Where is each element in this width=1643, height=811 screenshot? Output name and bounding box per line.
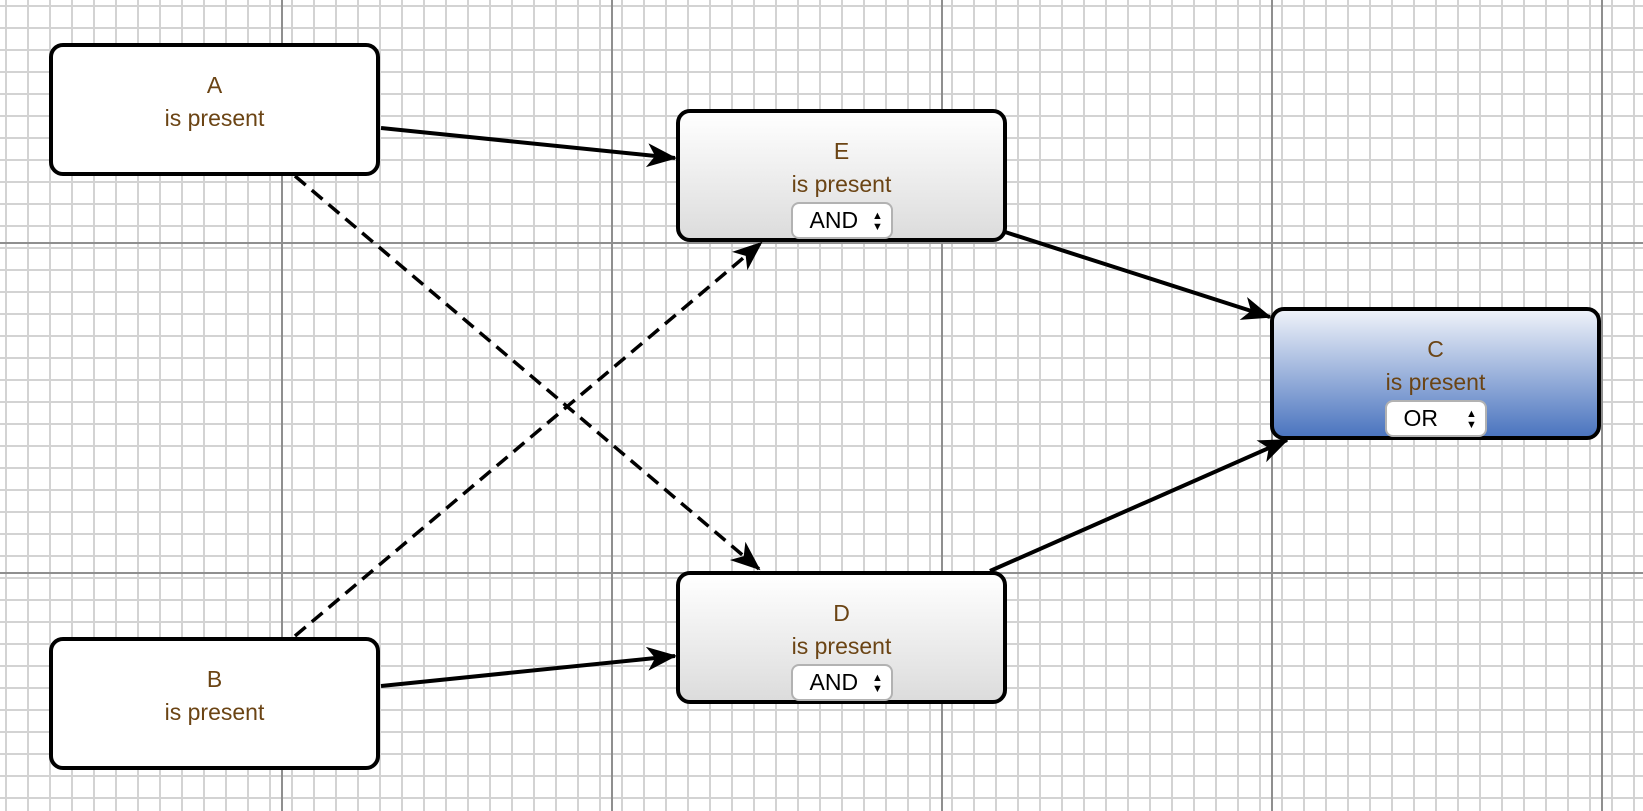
up-down-arrows-icon: ▲▼ — [872, 672, 883, 695]
up-down-arrows-icon: ▲▼ — [872, 210, 883, 233]
node-e-gate-value: AND — [809, 207, 859, 233]
edge-b-to-d[interactable] — [380, 646, 677, 688]
node-e-gate-select[interactable]: AND ▲▼ — [790, 202, 893, 239]
node-e-label: E — [833, 138, 850, 164]
node-b[interactable]: B is present — [49, 637, 380, 770]
node-b-label: B — [206, 666, 223, 692]
edge-e-to-c[interactable] — [1004, 230, 1272, 320]
node-c-gate-value: OR — [1403, 405, 1439, 431]
edge-d-to-c[interactable] — [989, 438, 1289, 573]
node-a-label: A — [206, 72, 223, 98]
node-c-state: is present — [1385, 369, 1486, 395]
node-c-gate-select[interactable]: OR ▲▼ — [1384, 400, 1487, 437]
node-c-label: C — [1427, 336, 1444, 362]
node-a[interactable]: A is present — [49, 43, 380, 176]
node-d-gate-value: AND — [809, 669, 859, 695]
edge-a-to-e[interactable] — [380, 126, 677, 168]
edge-a-to-d[interactable] — [293, 174, 761, 571]
node-e[interactable]: E is present AND ▲▼ — [676, 109, 1007, 242]
up-down-arrows-icon: ▲▼ — [1466, 408, 1477, 431]
node-c[interactable]: C is present OR ▲▼ — [1270, 307, 1601, 440]
node-e-state: is present — [791, 171, 892, 197]
node-d-gate-select[interactable]: AND ▲▼ — [790, 664, 893, 701]
node-d[interactable]: D is present AND ▲▼ — [676, 571, 1007, 704]
node-a-state: is present — [164, 105, 265, 131]
edge-b-to-e[interactable] — [293, 241, 763, 638]
node-d-state: is present — [791, 633, 892, 659]
node-b-state: is present — [164, 699, 265, 725]
node-d-label: D — [833, 600, 850, 626]
